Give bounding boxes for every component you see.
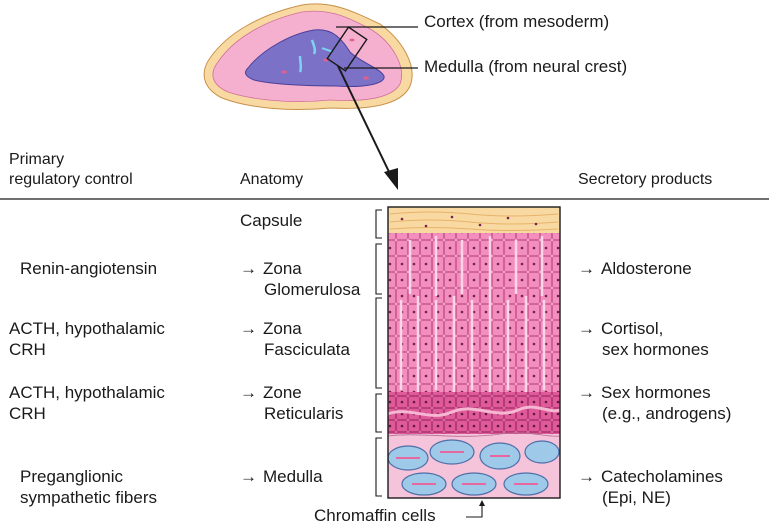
chromaffin-cells-label: Chromaffin cells bbox=[314, 505, 436, 526]
right-arrow-icon: → bbox=[240, 318, 257, 339]
right-arrow-icon: → bbox=[240, 466, 257, 487]
zone-medulla-label: →Medulla bbox=[240, 466, 323, 487]
zoom-arrow-head bbox=[384, 168, 398, 190]
zona-fasciculata-layer bbox=[388, 296, 560, 392]
cortex-label: Cortex (from mesoderm) bbox=[424, 11, 609, 32]
zona-glomerulosa-layer bbox=[388, 233, 560, 296]
zone-reticularis-label: →Zone Reticularis bbox=[240, 382, 343, 424]
chromaffin-pointer bbox=[466, 505, 482, 517]
right-arrow-icon: → bbox=[240, 258, 257, 279]
header-regulatory-control: Primary regulatory control bbox=[9, 150, 133, 190]
chromaffin-pointer-head bbox=[479, 500, 485, 506]
zone-glomerulosa-label: →Zona Glomerulosa bbox=[240, 258, 360, 300]
zone-brackets bbox=[376, 210, 382, 496]
capsule-label: Capsule bbox=[240, 210, 302, 231]
medulla-label: Medulla (from neural crest) bbox=[424, 56, 627, 77]
header-secretory-products: Secretory products bbox=[578, 170, 712, 190]
control-renin-angiotensin: Renin-angiotensin bbox=[20, 258, 157, 279]
product-sex-hormones: →Sex hormones (e.g., androgens) bbox=[578, 382, 731, 424]
histology-section bbox=[388, 207, 560, 498]
product-cortisol: →Cortisol, sex hormones bbox=[578, 318, 709, 360]
control-acth-fasciculata: ACTH, hypothalamic CRH bbox=[9, 318, 165, 360]
right-arrow-icon: → bbox=[240, 382, 257, 403]
product-catecholamines: →Catecholamines (Epi, NE) bbox=[578, 466, 723, 508]
product-aldosterone: →Aldosterone bbox=[578, 258, 692, 279]
right-arrow-icon: → bbox=[578, 318, 595, 339]
control-preganglionic: Preganglionic sympathetic fibers bbox=[20, 466, 157, 508]
control-acth-reticularis: ACTH, hypothalamic CRH bbox=[9, 382, 165, 424]
adrenal-gland-illustration bbox=[204, 4, 412, 110]
right-arrow-icon: → bbox=[578, 382, 595, 403]
zone-fasciculata-label: →Zona Fasciculata bbox=[240, 318, 350, 360]
right-arrow-icon: → bbox=[578, 466, 595, 487]
header-anatomy: Anatomy bbox=[240, 170, 303, 190]
right-arrow-icon: → bbox=[578, 258, 595, 279]
